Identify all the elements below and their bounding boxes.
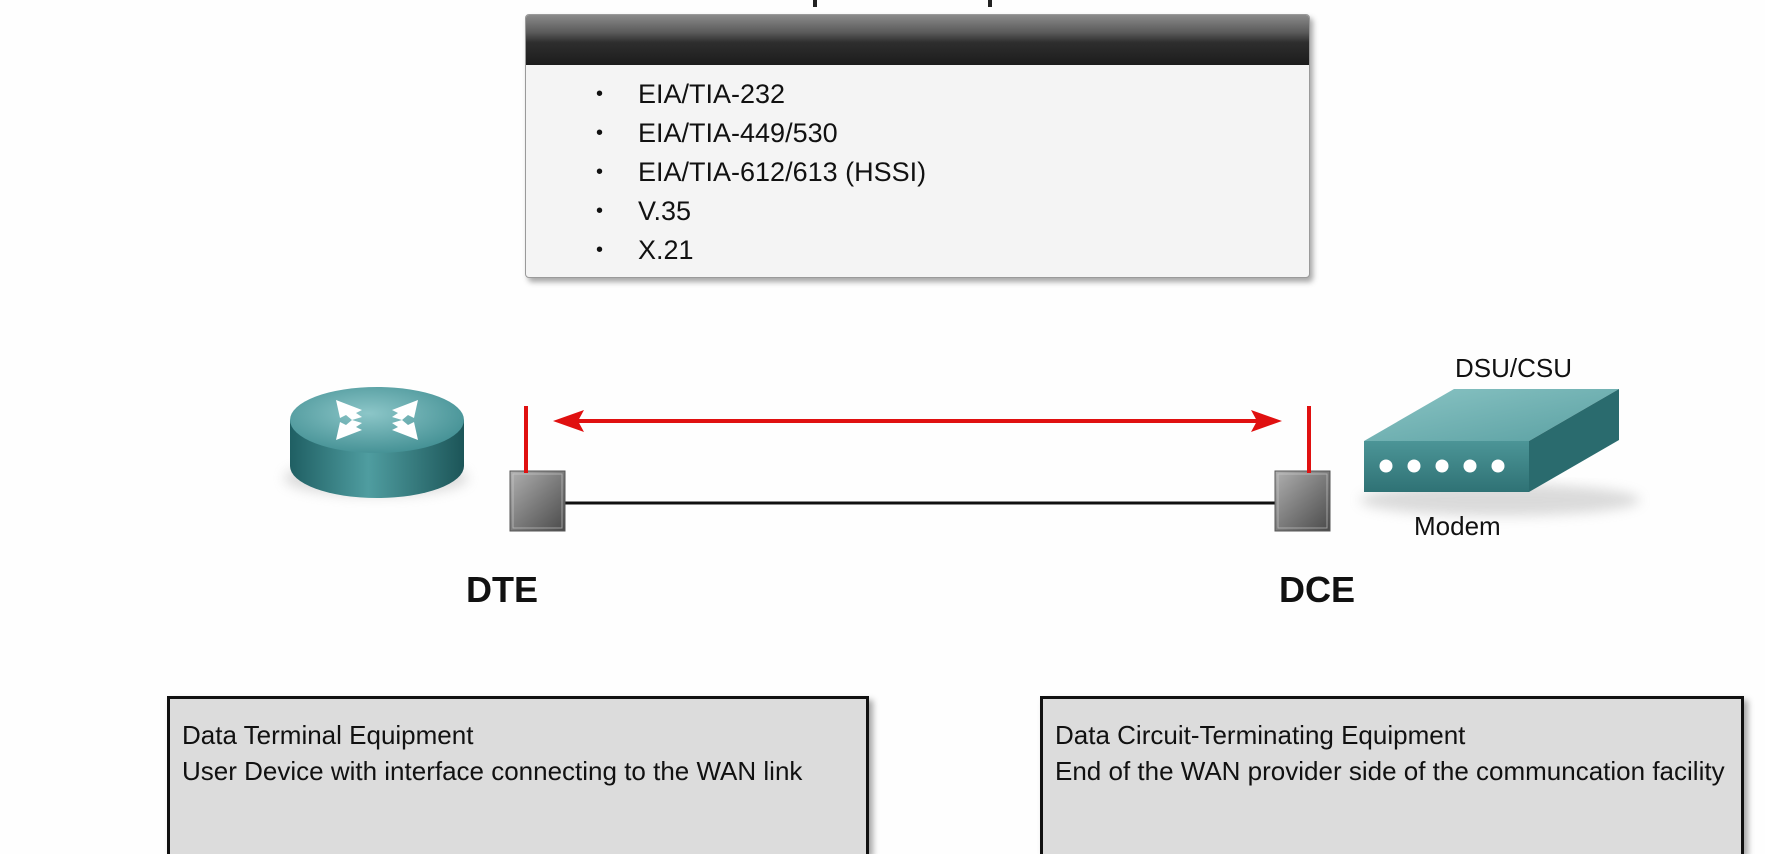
dce-info-title: Data Circuit-Terminating Equipment [1055,720,1466,750]
panel-header-bar [526,15,1309,65]
dsu-csu-label: DSU/CSU [1455,353,1573,383]
dte-connector-icon [509,470,566,532]
dte-info-title: Data Terminal Equipment [182,720,474,750]
standard-item: X.21 [596,231,1309,270]
standard-item: EIA/TIA-612/613 (HSSI) [596,153,1309,192]
clipped-heading [813,0,992,7]
dte-info-text: User Device with interface connecting to… [182,756,803,786]
standard-item: V.35 [596,192,1309,231]
dsu-csu-modem-icon [1360,389,1640,516]
dte-label: DTE [466,569,538,610]
router-icon [284,387,468,498]
dce-info-box: Data Circuit-Terminating Equipment End o… [1040,696,1744,854]
dce-info-text: End of the WAN provider side of the comm… [1055,756,1725,786]
dce-connector-icon [1274,470,1331,532]
standard-item: EIA/TIA-449/530 [596,114,1309,153]
dce-label: DCE [1279,569,1356,610]
standards-list: EIA/TIA-232 EIA/TIA-449/530 EIA/TIA-612/… [526,75,1309,270]
dte-info-box: Data Terminal Equipment User Device with… [167,696,869,854]
interface-arrow [553,410,1282,432]
standard-item: EIA/TIA-232 [596,75,1309,114]
modem-label: Modem [1414,511,1501,541]
interface-standards-panel: EIA/TIA-232 EIA/TIA-449/530 EIA/TIA-612/… [525,14,1310,278]
